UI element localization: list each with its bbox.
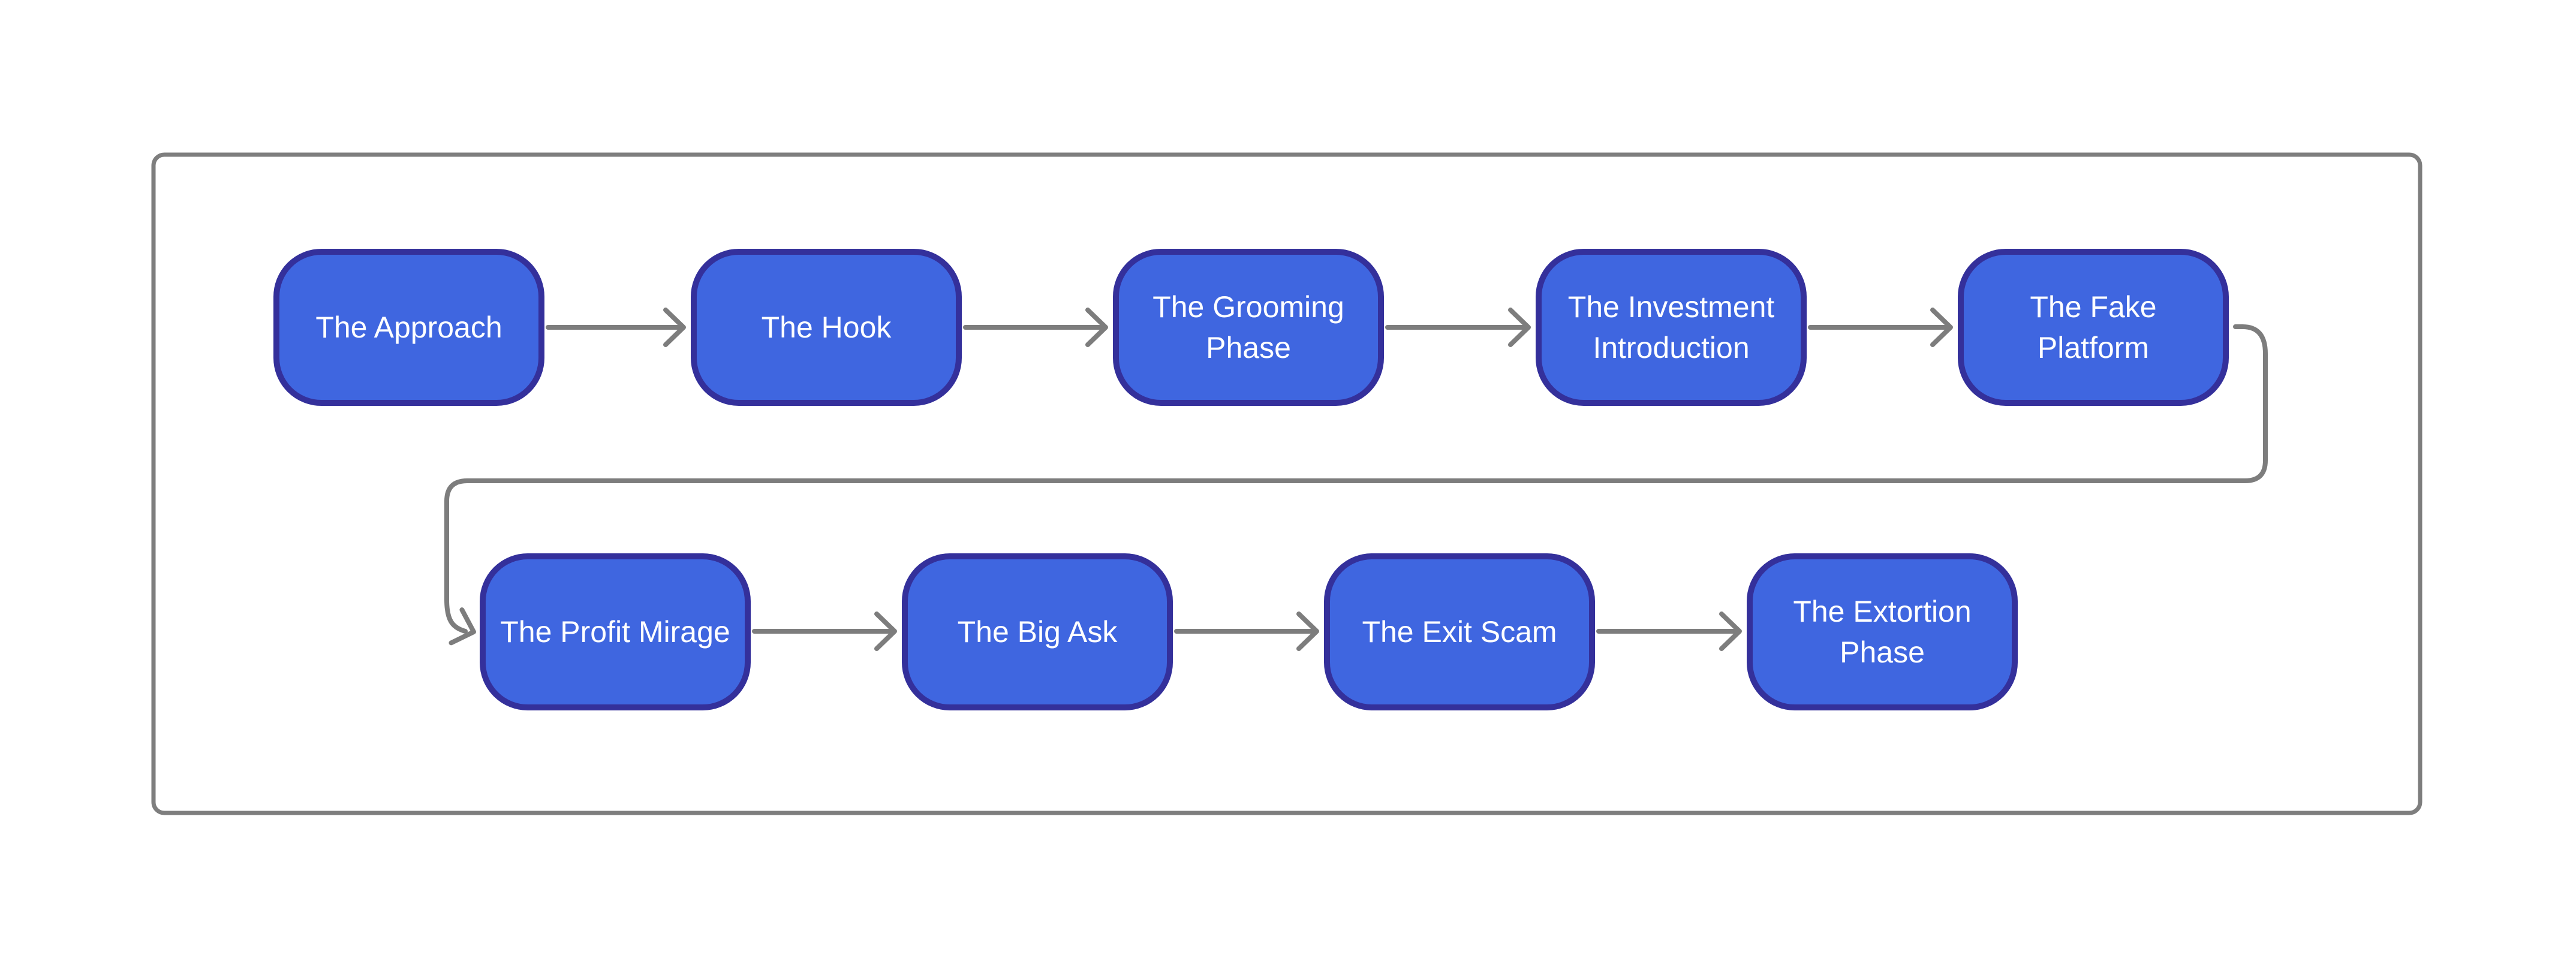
arrowhead-icon	[1719, 611, 1742, 651]
edge-grooming-to-investment	[1385, 308, 1531, 347]
node-label: The Hook	[761, 311, 892, 344]
arrowhead-icon	[449, 607, 476, 646]
edge-fake-platform-to-profit-mirage	[444, 324, 2268, 646]
node-label: The Grooming Phase	[1152, 290, 1344, 364]
node-label: The Fake Platform	[2030, 290, 2157, 364]
edge-approach-to-hook	[546, 308, 686, 347]
node-label: The Exit Scam	[1362, 615, 1557, 649]
node-label: The Approach	[315, 311, 502, 344]
edge-line	[444, 324, 2268, 634]
node-profit-mirage: The Profit Mirage	[480, 553, 751, 710]
node-extortion: The Extortion Phase	[1747, 553, 2018, 710]
node-investment: The Investment Introduction	[1536, 249, 1807, 406]
arrowhead-icon	[1508, 308, 1531, 347]
node-hook: The Hook	[691, 249, 962, 406]
node-exit-scam: The Exit Scam	[1324, 553, 1595, 710]
edge-hook-to-grooming	[963, 308, 1108, 347]
node-label: The Extortion Phase	[1793, 595, 1972, 669]
diagram-container-border	[151, 152, 2422, 815]
edge-investment-to-fake-platform	[1808, 308, 1953, 347]
node-big-ask: The Big Ask	[902, 553, 1173, 710]
edge-exit-scam-to-extortion	[1596, 611, 1742, 651]
arrowhead-icon	[1085, 308, 1108, 347]
node-fake-platform: The Fake Platform	[1958, 249, 2229, 406]
edge-big-ask-to-exit-scam	[1174, 611, 1319, 651]
arrowhead-icon	[663, 308, 686, 347]
node-label: The Profit Mirage	[500, 615, 730, 649]
arrowhead-icon	[1296, 611, 1319, 651]
arrowhead-icon	[1930, 308, 1953, 347]
edge-profit-mirage-to-big-ask	[752, 611, 897, 651]
node-label: The Investment Introduction	[1567, 290, 1775, 364]
node-approach: The Approach	[273, 249, 544, 406]
arrowhead-icon	[874, 611, 897, 651]
node-grooming: The Grooming Phase	[1113, 249, 1384, 406]
node-label: The Big Ask	[957, 615, 1118, 649]
